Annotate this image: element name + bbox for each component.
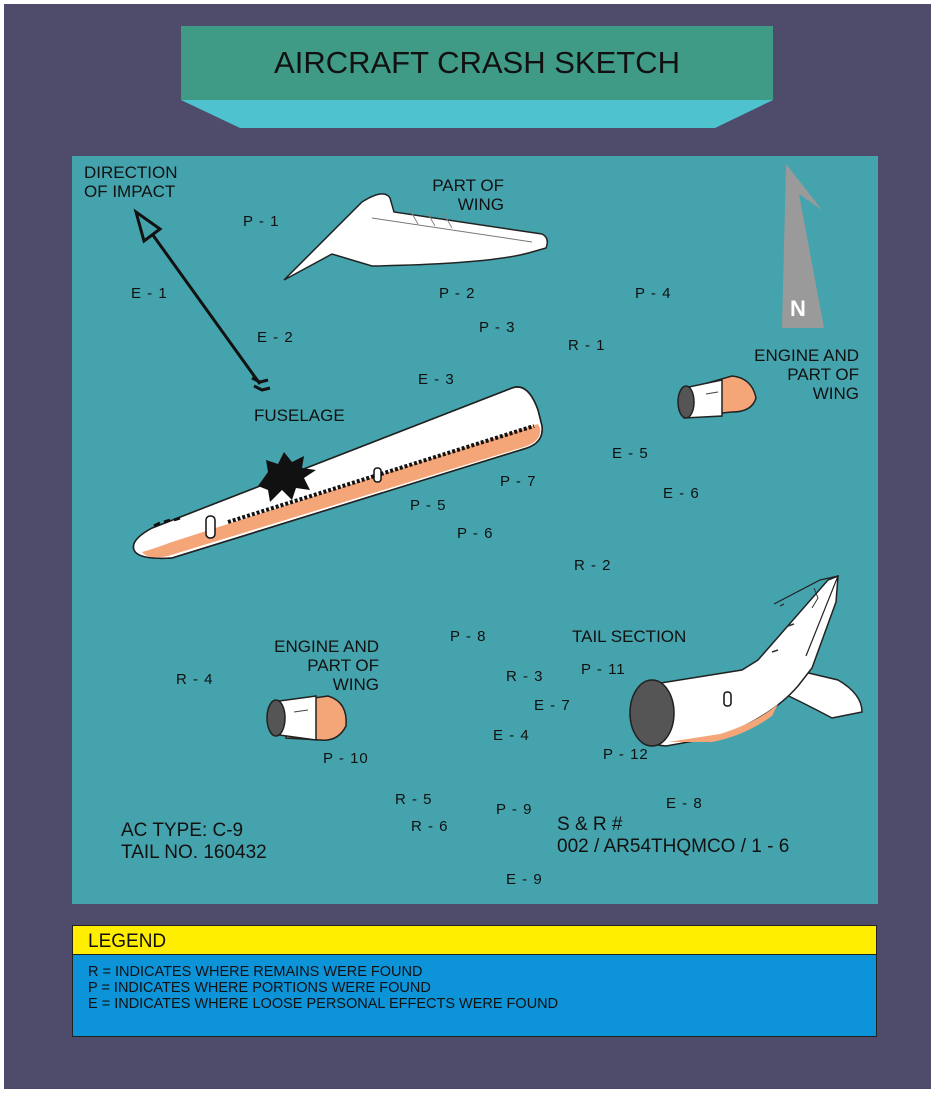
marker-r1: R - 1 [568, 337, 606, 354]
marker-e6: E - 6 [663, 485, 700, 502]
caption-line: DIRECTION [84, 163, 178, 182]
caption-line: ENGINE AND [232, 637, 379, 656]
legend-item-effects: E = INDICATES WHERE LOOSE PERSONAL EFFEC… [88, 996, 558, 1012]
case-info: S & R # 002 / AR54THQMCO / 1 - 6 [557, 814, 789, 858]
legend-header: LEGEND [72, 925, 877, 955]
tail-number: TAIL NO. 160432 [121, 842, 267, 864]
engine-west-caption: ENGINE AND PART OF WING [232, 637, 379, 694]
legend-title: LEGEND [88, 931, 166, 953]
marker-p6: P - 6 [457, 525, 493, 542]
marker-p5: P - 5 [410, 497, 446, 514]
ac-type: AC TYPE: C-9 [121, 820, 267, 842]
marker-r4: R - 4 [176, 671, 214, 688]
fuselage-caption: FUSELAGE [254, 406, 345, 425]
marker-p3: P - 3 [479, 319, 515, 336]
tail-section-icon [630, 576, 862, 746]
marker-e8: E - 8 [666, 795, 703, 812]
caption-line: ENGINE AND [712, 346, 859, 365]
caption-line: WING [414, 195, 504, 214]
caption-line: OF IMPACT [84, 182, 178, 201]
sr-label: S & R # [557, 814, 789, 836]
marker-r2: R - 2 [574, 557, 612, 574]
marker-p10: P - 10 [323, 750, 369, 767]
caption-line: PART OF [232, 656, 379, 675]
caption-line: WING [712, 384, 859, 403]
caption-line: PART OF [712, 365, 859, 384]
aircraft-info: AC TYPE: C-9 TAIL NO. 160432 [121, 820, 267, 864]
marker-p2: P - 2 [439, 285, 475, 302]
marker-p4: P - 4 [635, 285, 671, 302]
marker-r6: R - 6 [411, 818, 449, 835]
marker-e1: E - 1 [131, 285, 168, 302]
engine-east-caption: ENGINE AND PART OF WING [712, 346, 859, 403]
crash-site-map: DIRECTION OF IMPACT PART OF WING ENGINE … [72, 156, 878, 904]
part-of-wing-caption: PART OF WING [414, 176, 504, 214]
sr-number: 002 / AR54THQMCO / 1 - 6 [557, 836, 789, 858]
marker-p7: P - 7 [500, 473, 536, 490]
legend-body: R = INDICATES WHERE REMAINS WERE FOUND P… [72, 955, 877, 1037]
caption-line: WING [232, 675, 379, 694]
marker-e5: E - 5 [612, 445, 649, 462]
caption-line: PART OF [414, 176, 504, 195]
marker-r3: R - 3 [506, 668, 544, 685]
marker-e9: E - 9 [506, 871, 543, 888]
direction-of-impact-caption: DIRECTION OF IMPACT [84, 163, 178, 201]
north-label: N [790, 296, 806, 322]
marker-e3: E - 3 [418, 371, 455, 388]
marker-p1: P - 1 [243, 213, 279, 230]
engine-west-icon [267, 696, 346, 740]
marker-e4: E - 4 [493, 727, 530, 744]
legend-item-remains: R = INDICATES WHERE REMAINS WERE FOUND [88, 964, 422, 980]
marker-p8: P - 8 [450, 628, 486, 645]
marker-r5: R - 5 [395, 791, 433, 808]
marker-p11: P - 11 [581, 661, 626, 678]
marker-e2: E - 2 [257, 329, 294, 346]
marker-e7: E - 7 [534, 697, 571, 714]
marker-p12: P - 12 [603, 746, 649, 763]
page-title: AIRCRAFT CRASH SKETCH [181, 45, 773, 81]
marker-p9: P - 9 [496, 801, 532, 818]
legend-item-portions: P = INDICATES WHERE PORTIONS WERE FOUND [88, 980, 431, 996]
tail-section-caption: TAIL SECTION [572, 627, 686, 646]
